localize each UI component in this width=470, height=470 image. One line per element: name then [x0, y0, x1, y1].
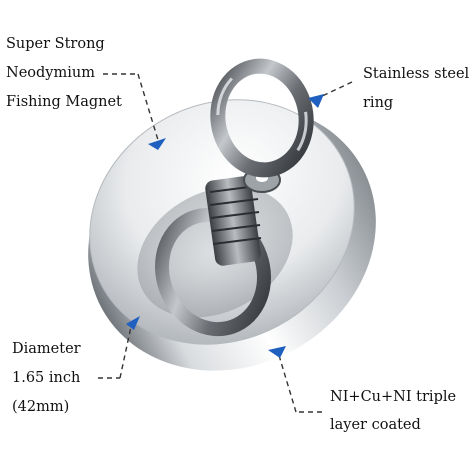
label-fishing-magnet: Fishing Magnet: [6, 94, 122, 110]
eye-ring-upper: [210, 58, 314, 178]
label-super-strong: Super Strong: [6, 36, 105, 52]
label-layer-coated: layer coated: [330, 417, 421, 433]
callout-arrows: [126, 94, 324, 358]
label-diameter-mm: (42mm): [12, 399, 70, 415]
arrow-icon: [126, 316, 140, 330]
label-ring: ring: [363, 95, 394, 111]
arrow-icon: [308, 94, 324, 108]
leader-lines: [98, 73, 353, 413]
label-diameter-inch: 1.65 inch: [12, 370, 81, 386]
label-diameter: Diameter: [12, 341, 81, 357]
label-coating: NI+Cu+NI triple: [330, 389, 457, 405]
threaded-shank: [205, 167, 281, 266]
arrow-icon: [268, 346, 286, 358]
label-stainless-steel: Stainless steel: [363, 66, 470, 82]
arrow-icon: [148, 138, 166, 150]
label-neodymium: Neodymium: [6, 65, 95, 81]
